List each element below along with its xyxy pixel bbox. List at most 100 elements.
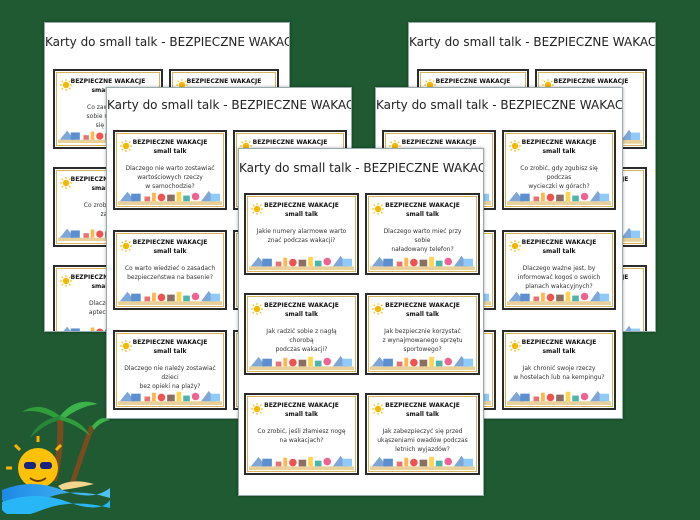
card-title: BEZPIECZNE WAKACJE bbox=[264, 202, 339, 209]
sun-icon bbox=[509, 137, 521, 152]
card-title: BEZPIECZNE WAKACJE bbox=[385, 302, 460, 309]
sun-icon bbox=[120, 237, 132, 252]
card-title: BEZPIECZNE WAKACJE bbox=[401, 139, 477, 146]
sun-icon bbox=[60, 76, 72, 91]
card-question: Dlaczego ważne jest, by informować kogoś… bbox=[517, 265, 601, 290]
card-question: Dlaczego warto mieć przy sobie naładowan… bbox=[383, 228, 462, 253]
card-subtitle: small talk bbox=[153, 348, 187, 355]
card-question: Co warto wiedzieć o zasadach bezpieczeńs… bbox=[124, 265, 216, 281]
card-question: Dlaczego nie należy zostawiać dzieci bez… bbox=[124, 365, 216, 390]
card-question: Jak chronić swoje rzeczy w hostelach lub… bbox=[513, 365, 605, 381]
card-header: BEZPIECZNE WAKACJE small talk bbox=[367, 201, 478, 219]
card-header: BEZPIECZNE WAKACJE small talk bbox=[115, 138, 225, 156]
card-question: Jak radzić sobie z nagłą chorobą podczas… bbox=[266, 328, 337, 353]
card-header: BEZPIECZNE WAKACJE small talk bbox=[115, 238, 225, 256]
card-title: BEZPIECZNE WAKACJE bbox=[70, 78, 146, 85]
sheet-title: Karty do small talk - BEZPIECZNE WAKACJE bbox=[409, 35, 656, 49]
question-card: BEZPIECZNE WAKACJE small talk Co zrobić, g… bbox=[502, 130, 616, 210]
beach-items-illustration bbox=[370, 353, 475, 371]
sun-icon bbox=[509, 337, 521, 352]
sun-icon bbox=[372, 300, 384, 315]
card-title: BEZPIECZNE WAKACJE bbox=[521, 339, 597, 346]
card-title: BEZPIECZNE WAKACJE bbox=[132, 239, 208, 246]
card-header: BEZPIECZNE WAKACJE small talk bbox=[504, 138, 614, 156]
sun-icon bbox=[372, 200, 384, 215]
card-subtitle: small talk bbox=[542, 148, 576, 155]
sun-icon bbox=[60, 272, 72, 287]
question-card: BEZPIECZNE WAKACJE small talk Co zrobić, j… bbox=[244, 393, 359, 475]
card-title: BEZPIECZNE WAKACJE bbox=[132, 339, 208, 346]
card-title: BEZPIECZNE WAKACJE bbox=[435, 78, 511, 85]
beach-items-illustration bbox=[370, 453, 475, 471]
question-card: BEZPIECZNE WAKACJE small talk Co warto wie… bbox=[113, 230, 227, 310]
card-header: BEZPIECZNE WAKACJE small talk bbox=[504, 238, 614, 256]
sheet-title: Karty do small talk - BEZPIECZNE WAKACJE bbox=[239, 161, 484, 175]
card-question: Jakie numery alarmowe warto znać podczas… bbox=[256, 228, 347, 244]
card-subtitle: small talk bbox=[405, 411, 440, 418]
card-header: BEZPIECZNE WAKACJE small talk bbox=[367, 401, 478, 419]
card-title: BEZPIECZNE WAKACJE bbox=[186, 78, 262, 85]
beach-items-illustration bbox=[118, 388, 222, 406]
card-header: BEZPIECZNE WAKACJE small talk bbox=[246, 301, 357, 319]
beach-items-illustration bbox=[118, 288, 222, 306]
card-subtitle: small talk bbox=[542, 348, 576, 355]
sun-icon bbox=[372, 400, 384, 415]
card-subtitle: small talk bbox=[405, 311, 440, 318]
card-subtitle: small talk bbox=[405, 211, 440, 218]
sheet-title: Karty do small talk - BEZPIECZNE WAKACJE bbox=[107, 98, 352, 112]
sun-icon bbox=[120, 137, 132, 152]
sun-icon bbox=[251, 400, 263, 415]
beach-items-illustration bbox=[249, 253, 354, 271]
card-title: BEZPIECZNE WAKACJE bbox=[264, 402, 339, 409]
card-subtitle: small talk bbox=[284, 311, 319, 318]
worksheet-page: Karty do small talk - BEZPIECZNE WAKACJE… bbox=[238, 148, 484, 496]
card-header: BEZPIECZNE WAKACJE small talk bbox=[367, 301, 478, 319]
card-question: Jak bezpiecznie korzystać z wynajmowaneg… bbox=[382, 328, 463, 353]
card-title: BEZPIECZNE WAKACJE bbox=[521, 139, 597, 146]
card-title: BEZPIECZNE WAKACJE bbox=[553, 78, 629, 85]
card-subtitle: small talk bbox=[153, 148, 187, 155]
card-title: BEZPIECZNE WAKACJE bbox=[132, 139, 208, 146]
sun-icon bbox=[509, 237, 521, 252]
card-title: BEZPIECZNE WAKACJE bbox=[385, 402, 460, 409]
beach-items-illustration bbox=[249, 453, 354, 471]
card-header: BEZPIECZNE WAKACJE small talk bbox=[115, 338, 225, 356]
card-title: BEZPIECZNE WAKACJE bbox=[252, 139, 328, 146]
card-subtitle: small talk bbox=[153, 248, 187, 255]
beach-items-illustration bbox=[118, 188, 222, 206]
card-title: BEZPIECZNE WAKACJE bbox=[521, 239, 597, 246]
card-question: Co zrobić, jeśli złamiesz nogę na wakacj… bbox=[257, 428, 346, 444]
card-title: BEZPIECZNE WAKACJE bbox=[385, 202, 460, 209]
beach-items-illustration bbox=[507, 188, 611, 206]
palm-island-sun-logo bbox=[2, 401, 110, 514]
sun-icon bbox=[60, 174, 72, 189]
card-header: BEZPIECZNE WAKACJE small talk bbox=[504, 338, 614, 356]
card-header: BEZPIECZNE WAKACJE small talk bbox=[246, 201, 357, 219]
sheet-title: Karty do small talk - BEZPIECZNE WAKACJE bbox=[45, 35, 290, 49]
card-subtitle: small talk bbox=[284, 411, 319, 418]
sun-icon bbox=[251, 300, 263, 315]
card-title: BEZPIECZNE WAKACJE bbox=[264, 302, 339, 309]
card-subtitle: small talk bbox=[542, 248, 576, 255]
card-question: Co zrobić, gdy zgubisz się podczas wycie… bbox=[520, 165, 598, 190]
beach-items-illustration bbox=[249, 353, 354, 371]
beach-items-illustration bbox=[370, 253, 475, 271]
card-header: BEZPIECZNE WAKACJE small talk bbox=[246, 401, 357, 419]
card-question: Dlaczego nie warto zostawiać wartościowy… bbox=[125, 165, 215, 190]
beach-items-illustration bbox=[507, 388, 611, 406]
sheet-title: Karty do small talk - BEZPIECZNE WAKACJE bbox=[376, 98, 623, 112]
sun-icon bbox=[120, 337, 132, 352]
beach-items-illustration bbox=[507, 288, 611, 306]
sun-icon bbox=[251, 200, 263, 215]
card-question: Jak zabezpieczyć się przed ukąszeniami o… bbox=[377, 428, 468, 453]
card-subtitle: small talk bbox=[284, 211, 319, 218]
